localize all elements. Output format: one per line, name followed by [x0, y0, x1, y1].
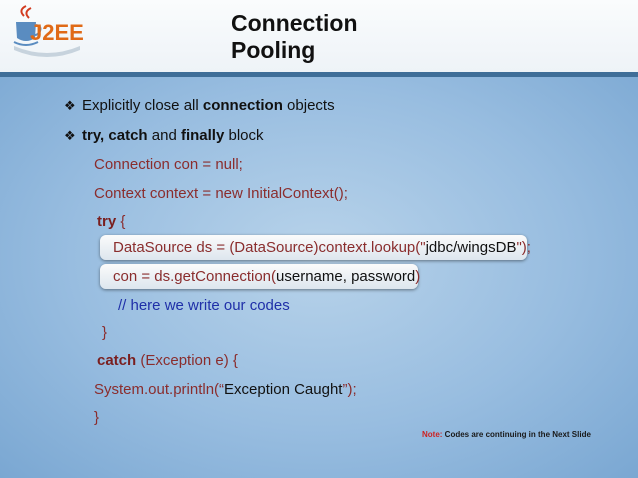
java-coffee-cup-icon — [13, 5, 80, 57]
getconnection-code: con = ds.getConnection( — [113, 268, 277, 285]
try-brace: { — [116, 213, 126, 230]
code-line-println: System.out.println(“Exception Caught”); — [94, 381, 357, 399]
bullet-text-pre: Explicitly close all — [82, 97, 203, 114]
datasource-jndi-name: jdbc/wingsDB — [425, 239, 517, 256]
title-line-1: Connection — [231, 10, 358, 36]
bullet-text-bold: connection — [202, 97, 283, 114]
datasource-code: DataSource ds = (DataSource)context.look… — [113, 239, 426, 256]
note-text: Codes are continuing in the Next Slide — [442, 430, 591, 439]
code-line-context: Context context = new InitialContext(); — [94, 185, 348, 202]
logo-text: J2EE — [30, 20, 84, 45]
bullet-item-close-connection: ❖ Explicitly close all connection objects — [64, 97, 335, 115]
slide-title: Connection Pooling — [231, 10, 358, 64]
println-end: ”); — [342, 381, 357, 398]
code-comment: // here we write our codes — [118, 297, 290, 314]
bullet-text-bold-2: finally — [180, 127, 225, 144]
keyword-try: try — [97, 213, 117, 230]
getconnection-end: ) — [415, 268, 421, 285]
bullet-text-post: block — [224, 127, 264, 144]
bullet-text-mid: and — [147, 127, 181, 144]
code-line-datasource: DataSource ds = (DataSource)context.look… — [113, 239, 531, 257]
bullet-item-try-catch: ❖ try, catch and finally block — [64, 127, 264, 145]
println-code: System.out.println(“ — [94, 381, 225, 398]
code-close-brace-catch: } — [94, 409, 100, 426]
catch-rest: (Exception e) { — [136, 352, 238, 369]
code-line-getconnection: con = ds.getConnection(username, passwor… — [113, 268, 420, 286]
note-label: Note: — [422, 430, 443, 439]
code-line-try: try { — [97, 213, 125, 231]
diamond-bullet-icon: ❖ — [64, 98, 76, 113]
header-divider — [0, 72, 638, 77]
println-string: Exception Caught — [224, 381, 343, 398]
highlight-box-getconnection — [100, 264, 418, 289]
slide-header: J2EE Connection Pooling — [0, 0, 638, 72]
code-close-brace-try: } — [102, 324, 108, 341]
title-line-2: Pooling — [231, 37, 316, 63]
bullet-text-post: objects — [282, 97, 335, 114]
code-line-catch: catch (Exception e) { — [97, 352, 238, 370]
datasource-end: "); — [516, 239, 531, 256]
code-line-connection: Connection con = null; — [94, 156, 243, 173]
getconnection-args: username, password — [276, 268, 416, 285]
highlight-box-datasource — [100, 235, 527, 260]
bullet-text-bold-1: try, catch — [82, 127, 148, 144]
continuation-note: Note: Codes are continuing in the Next S… — [422, 430, 591, 439]
keyword-catch: catch — [97, 352, 137, 369]
diamond-bullet-icon: ❖ — [64, 128, 76, 143]
